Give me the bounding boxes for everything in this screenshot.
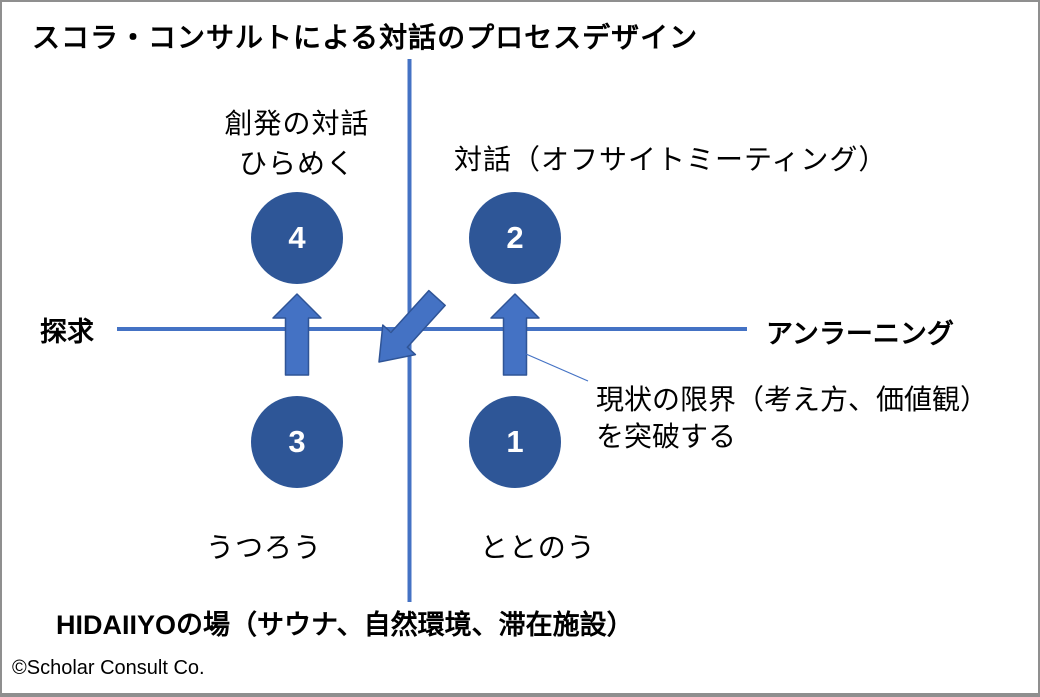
axis-label-left: 探求 (40, 317, 94, 347)
quadrant-label-bottom-left: うつろう (206, 532, 323, 563)
page-title: スコラ・コンサルトによる対話のプロセスデザイン (32, 22, 699, 53)
step-number: 2 (506, 220, 524, 255)
step-number: 4 (288, 220, 306, 255)
annotation-callout-line (525, 353, 589, 382)
quadrant-label-top-right: 対話（オフサイトミーティング） (454, 144, 888, 175)
up-arrow-icon-right (490, 293, 540, 376)
step-circle-3: 3 (251, 396, 343, 488)
step-number: 3 (288, 424, 306, 459)
step-circle-1: 1 (469, 396, 561, 488)
diagonal-down-left-arrow-icon (378, 289, 446, 363)
quadrant-label-top-left-line2: ひらめく (238, 148, 355, 179)
annotation-text: 現状の限界（考え方、価値観） を突破する (596, 381, 988, 455)
step-circle-4: 4 (251, 192, 343, 284)
quadrant-label-top-left: 創発の対話 ひらめく (172, 104, 422, 184)
quadrant-label-top-left-line1: 創発の対話 (224, 108, 370, 139)
step-number: 1 (506, 424, 524, 459)
copyright-notice: ©Scholar Consult Co. (12, 657, 205, 679)
quadrant-label-bottom-right: ととのう (480, 532, 596, 563)
annotation-line1: 現状の限界（考え方、価値観） (596, 384, 989, 415)
annotation-line2: を突破する (596, 421, 737, 452)
axis-label-right: アンラーニング (766, 319, 954, 349)
step-circle-2: 2 (469, 192, 561, 284)
bottom-place-label: HIDAIIYOの場（サウナ、自然環境、滞在施設） (56, 610, 634, 640)
up-arrow-icon-left (272, 293, 322, 376)
